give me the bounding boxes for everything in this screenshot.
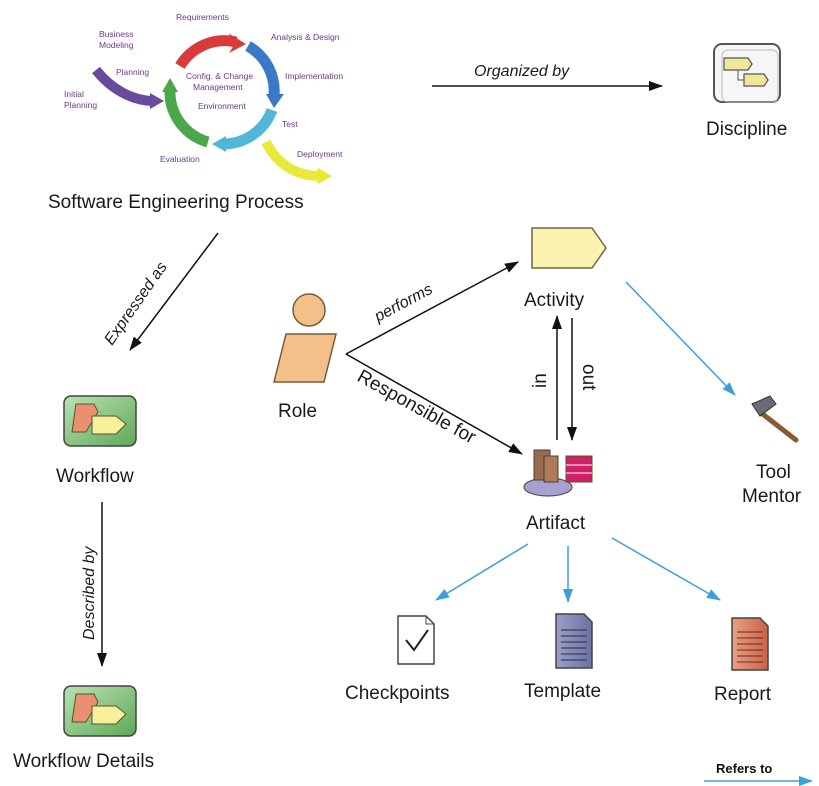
activity-icon [531, 227, 607, 269]
discipline-icon [713, 43, 781, 103]
phase-environment: Environment [198, 101, 246, 111]
phase-evaluation: Evaluation [160, 154, 200, 164]
phase-initial-line2: Planning [64, 100, 97, 110]
role-icon [273, 293, 337, 383]
edge-activity-tool-mentor [625, 281, 736, 396]
phase-deployment: Deployment [297, 149, 343, 159]
report-label: Report [714, 684, 772, 705]
workflow-details-icon [63, 685, 137, 737]
edge-label-in: in [530, 373, 551, 388]
phase-config-line2: Management [193, 82, 243, 92]
edge-performs [345, 261, 519, 355]
cycle-arc-blue [245, 41, 280, 97]
cycle-arc-green [164, 89, 210, 148]
edge-artifact-checkpoints [435, 543, 529, 601]
edge-label-performs: performs [371, 281, 436, 326]
edge-label-responsible-for: Responsible for [354, 366, 480, 449]
cycle-arc-red [175, 35, 238, 70]
cycle-arc-cyan [223, 107, 278, 150]
workflow-label: Workflow [56, 466, 134, 487]
workflow-icon [63, 395, 137, 447]
edge-artifact-report [611, 537, 721, 601]
cycle-arrow-yellow [261, 139, 321, 181]
phase-implementation: Implementation [285, 71, 343, 81]
report-icon [731, 617, 769, 671]
artifact-label: Artifact [526, 513, 586, 534]
phase-planning: Planning [116, 67, 149, 77]
tool-mentor-label-line2: Mentor [742, 486, 802, 507]
template-label: Template [524, 681, 601, 702]
edge-label-expressed-as: Expressed as [101, 259, 171, 348]
cycle-arrow-purple [92, 66, 153, 106]
phase-initial-line1: Initial [64, 89, 84, 99]
phase-business-line2: Modeling [99, 40, 134, 50]
template-icon [555, 613, 593, 669]
edge-responsible-for [345, 353, 523, 455]
tool-mentor-label-line1: Tool [756, 462, 791, 483]
hammer-icon [751, 395, 799, 443]
phase-business-line1: Business [99, 29, 134, 39]
role-label: Role [278, 401, 317, 422]
artifact-icon [523, 449, 593, 497]
edge-label-out: out [578, 364, 599, 391]
workflow-details-label: Workflow Details [13, 751, 154, 772]
edge-label-organized-by: Organized by [474, 63, 570, 80]
edge-expressed-as [129, 232, 219, 351]
activity-label: Activity [524, 290, 585, 311]
checkpoints-label: Checkpoints [345, 683, 450, 704]
phase-config-line1: Config. & Change [186, 71, 253, 81]
discipline-label: Discipline [706, 119, 787, 140]
phase-test: Test [282, 119, 298, 129]
edge-label-described-by: Described by [81, 546, 98, 640]
phase-requirements: Requirements [176, 12, 229, 22]
checkpoints-icon [397, 615, 435, 665]
phase-analysis-design: Analysis & Design [271, 32, 340, 42]
process-title: Software Engineering Process [48, 192, 304, 213]
process-cycle-graphic: Requirements Analysis & Design Implement… [64, 12, 343, 184]
legend-refers-to: Refers to [716, 761, 772, 776]
